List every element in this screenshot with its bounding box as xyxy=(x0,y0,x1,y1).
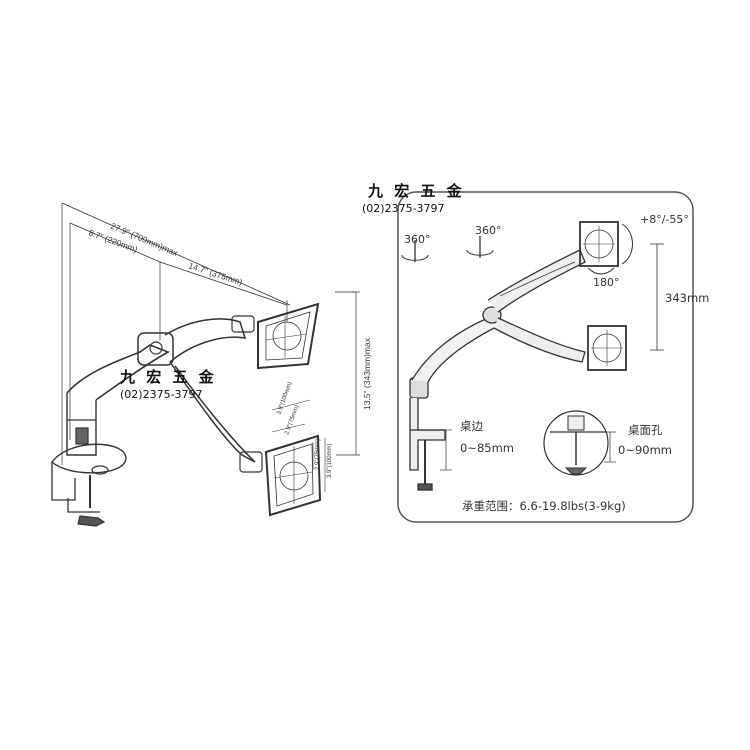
desk-hole-label: 桌面孔 xyxy=(628,423,663,437)
vesa-label-1: 3.9"(100mm) xyxy=(276,381,293,415)
watermark-name-right: 九 宏 五 金 xyxy=(367,182,465,200)
desk-edge-label: 桌边 xyxy=(460,419,483,433)
rotation-head-label: 180° xyxy=(593,276,620,289)
right-top-vesa-plate xyxy=(579,221,633,275)
height-label: 343mm xyxy=(665,291,709,305)
left-bottom-vesa-plate xyxy=(264,399,326,517)
left-top-vesa-plate xyxy=(257,302,320,370)
right-arm-drawing xyxy=(401,236,586,491)
desk-edge-range: 0~85mm xyxy=(460,441,514,455)
desk-hole-inset xyxy=(543,410,616,476)
height-dimension xyxy=(650,243,664,351)
vesa-label-4: 3.9"(100mm) xyxy=(327,444,333,478)
dim-height-label: 13.5" (343mm)max xyxy=(362,337,372,410)
left-arm-drawing xyxy=(51,202,360,527)
desk-hole-range: 0~90mm xyxy=(618,443,672,457)
tilt-label: +8°/-55° xyxy=(640,213,689,226)
right-panel-frame xyxy=(397,191,694,523)
rotation-arm-label: 360° xyxy=(475,224,502,237)
load-capacity-label: 承重范围：6.6-19.8lbs(3-9kg) xyxy=(462,499,626,513)
watermark-name-left: 九 宏 五 金 xyxy=(119,368,217,386)
vesa-label-2: 2.9"(75mm) xyxy=(284,404,300,435)
rotation-base-label: 360° xyxy=(404,233,431,246)
right-bottom-vesa-plate xyxy=(587,325,627,371)
watermark-phone-left: (02)2375-3797 xyxy=(120,388,203,401)
vesa-label-3: 2.9"(75mm) xyxy=(315,439,321,470)
watermark-phone-right: (02)2375-3797 xyxy=(362,202,445,215)
